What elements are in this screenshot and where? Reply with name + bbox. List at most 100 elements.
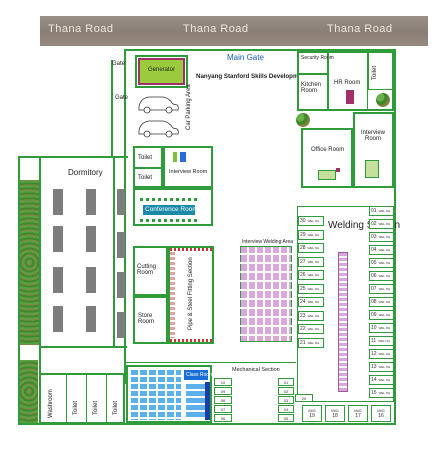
inner-wall-left	[124, 49, 126, 384]
gate-label-top: Gate	[112, 61, 126, 67]
grid-overlay	[240, 246, 292, 342]
stall-tag: WEL NG	[307, 273, 320, 277]
stall-tag: WEL NG	[307, 232, 320, 237]
mech-station-08: 08	[214, 396, 232, 404]
mech-station-07: 07	[214, 405, 232, 413]
tree-icon	[296, 113, 310, 127]
stall-tag: WEL NG	[378, 261, 391, 265]
mech-station-20: 20	[295, 394, 313, 402]
stall-number: 26	[300, 272, 306, 278]
interview-room-mid	[163, 146, 213, 188]
stall-number: 30	[300, 218, 306, 224]
hr-desk-icon	[346, 90, 354, 104]
chairs-row	[140, 219, 198, 222]
car-parking-label: Car Parking Area	[186, 84, 192, 130]
tree-icon	[376, 93, 390, 107]
stall-number: 12	[371, 351, 377, 357]
bed-icon	[86, 306, 96, 332]
stall-number: 01	[371, 208, 377, 214]
mech-station-01: 01	[278, 378, 294, 386]
office-desk-icon	[318, 170, 336, 180]
kitchen-label: Kitchen Room	[301, 82, 322, 94]
bed-icon	[53, 189, 63, 215]
north-wall	[124, 49, 396, 51]
conference-label: Conference Room	[145, 206, 198, 213]
mech-station-04: 04	[278, 405, 294, 413]
stall-tag: WEL NG	[378, 235, 391, 239]
mech-station-09: 09	[214, 387, 232, 395]
stall-tag: WEL NG	[378, 300, 391, 304]
divider	[66, 373, 67, 423]
toilet-c-label: Toilet	[73, 400, 79, 415]
bed-icon	[53, 267, 63, 293]
stall-number: 27	[300, 258, 306, 265]
bed-icon	[86, 226, 96, 252]
stall-number: 11	[371, 338, 377, 344]
stall-number: 28	[300, 245, 306, 251]
stall-tag: WEL NG	[378, 365, 391, 369]
dorm-bottom-wall	[39, 346, 127, 348]
stall-number: 07	[371, 286, 377, 292]
interview-right-label: Interview Room	[360, 130, 385, 142]
security-label: Security Room	[301, 55, 334, 61]
generator-label: Generator	[148, 67, 176, 73]
gate-label-side: Gate	[115, 95, 129, 101]
rack-row	[170, 339, 212, 342]
mech-station-05: 05	[278, 414, 294, 422]
conference-table-icon	[143, 205, 195, 215]
stall-number: 29	[300, 231, 306, 238]
chair-icon	[173, 152, 177, 162]
store-room	[133, 296, 168, 344]
hr-room	[328, 52, 368, 110]
company-name: Nanyang Stanford Skills Development Ltd	[196, 73, 320, 80]
welding-rack	[338, 252, 348, 392]
rack-column	[170, 252, 175, 338]
stall-number: 02	[371, 221, 377, 227]
stall-number: 06	[371, 273, 377, 279]
welding-label: Welding Section	[328, 220, 401, 231]
stall-tag: WEL NG	[307, 259, 320, 264]
stall-tag: WEL NG	[307, 327, 320, 331]
stall-number: 23	[300, 312, 306, 319]
stall-tag: WEL NG	[378, 209, 391, 213]
stall-number: 09	[371, 312, 377, 318]
stall-number: 13	[371, 364, 377, 370]
store-label: Store Room	[138, 313, 155, 325]
seat-gaps	[131, 370, 181, 420]
stall-tag: WEL NG	[307, 246, 320, 250]
stall-tag: WEL NG	[378, 248, 391, 252]
stall-number: 10	[371, 325, 377, 331]
chairs-row	[140, 198, 198, 201]
generator-room	[138, 58, 185, 85]
interview-desk-icon	[180, 152, 186, 162]
toilet-e-label: Toilet	[113, 400, 119, 415]
bed-icon	[117, 272, 125, 298]
mech-station-06: 06	[214, 414, 232, 422]
class-room-label: Class Room	[186, 372, 214, 378]
mech-station-03: 03	[278, 396, 294, 404]
south-wall	[18, 423, 396, 425]
stall-tag: WEL NG	[378, 313, 391, 317]
stall-number: 24	[300, 299, 306, 305]
toilet-divider	[133, 167, 163, 169]
car-icons	[138, 96, 179, 138]
interview-welding-label: Interview Welding Area	[242, 239, 294, 245]
mech-station-02: 02	[278, 387, 294, 395]
